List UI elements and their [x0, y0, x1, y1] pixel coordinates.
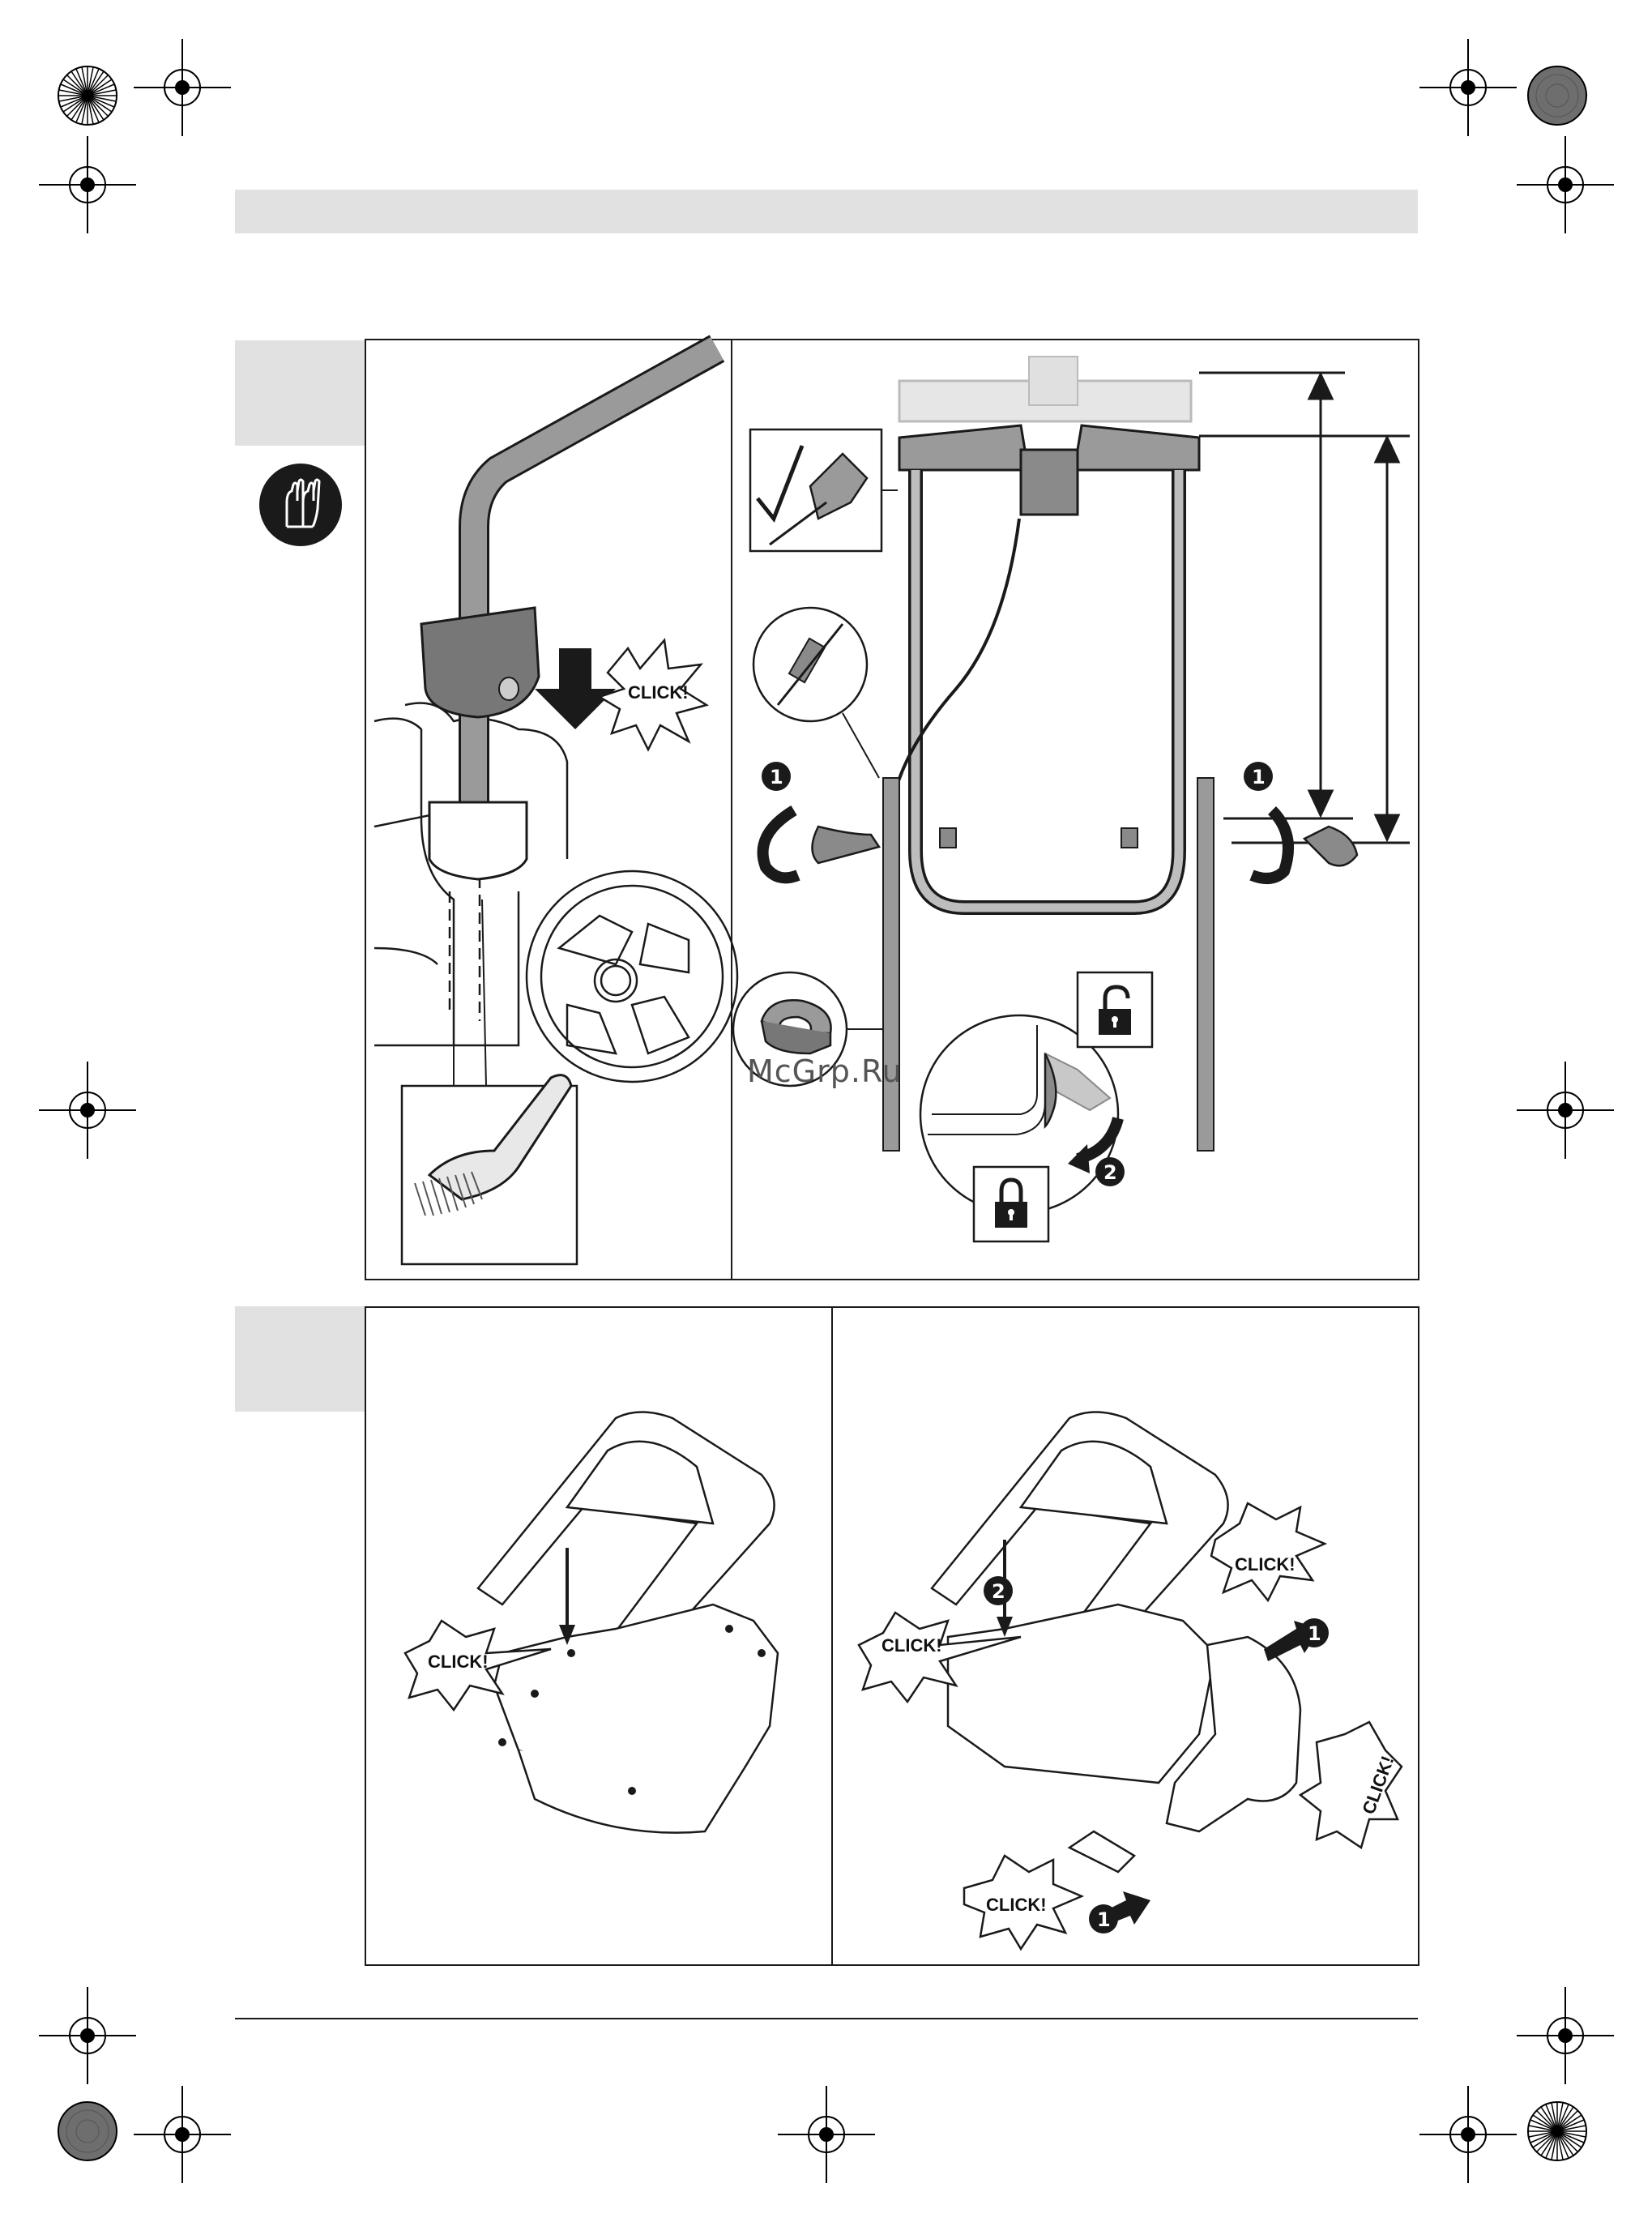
- click-label: CLICK!: [881, 1635, 942, 1656]
- step-number-badge: 2: [992, 1580, 1005, 1603]
- click-label: CLICK!: [428, 1652, 489, 1672]
- footer-rule: [235, 2018, 1418, 2019]
- step-number-badge: 1: [1308, 1622, 1321, 1645]
- click-label: CLICK!: [1235, 1554, 1296, 1575]
- step-number-badge: 1: [1097, 1908, 1111, 1931]
- click-label: CLICK!: [986, 1895, 1047, 1915]
